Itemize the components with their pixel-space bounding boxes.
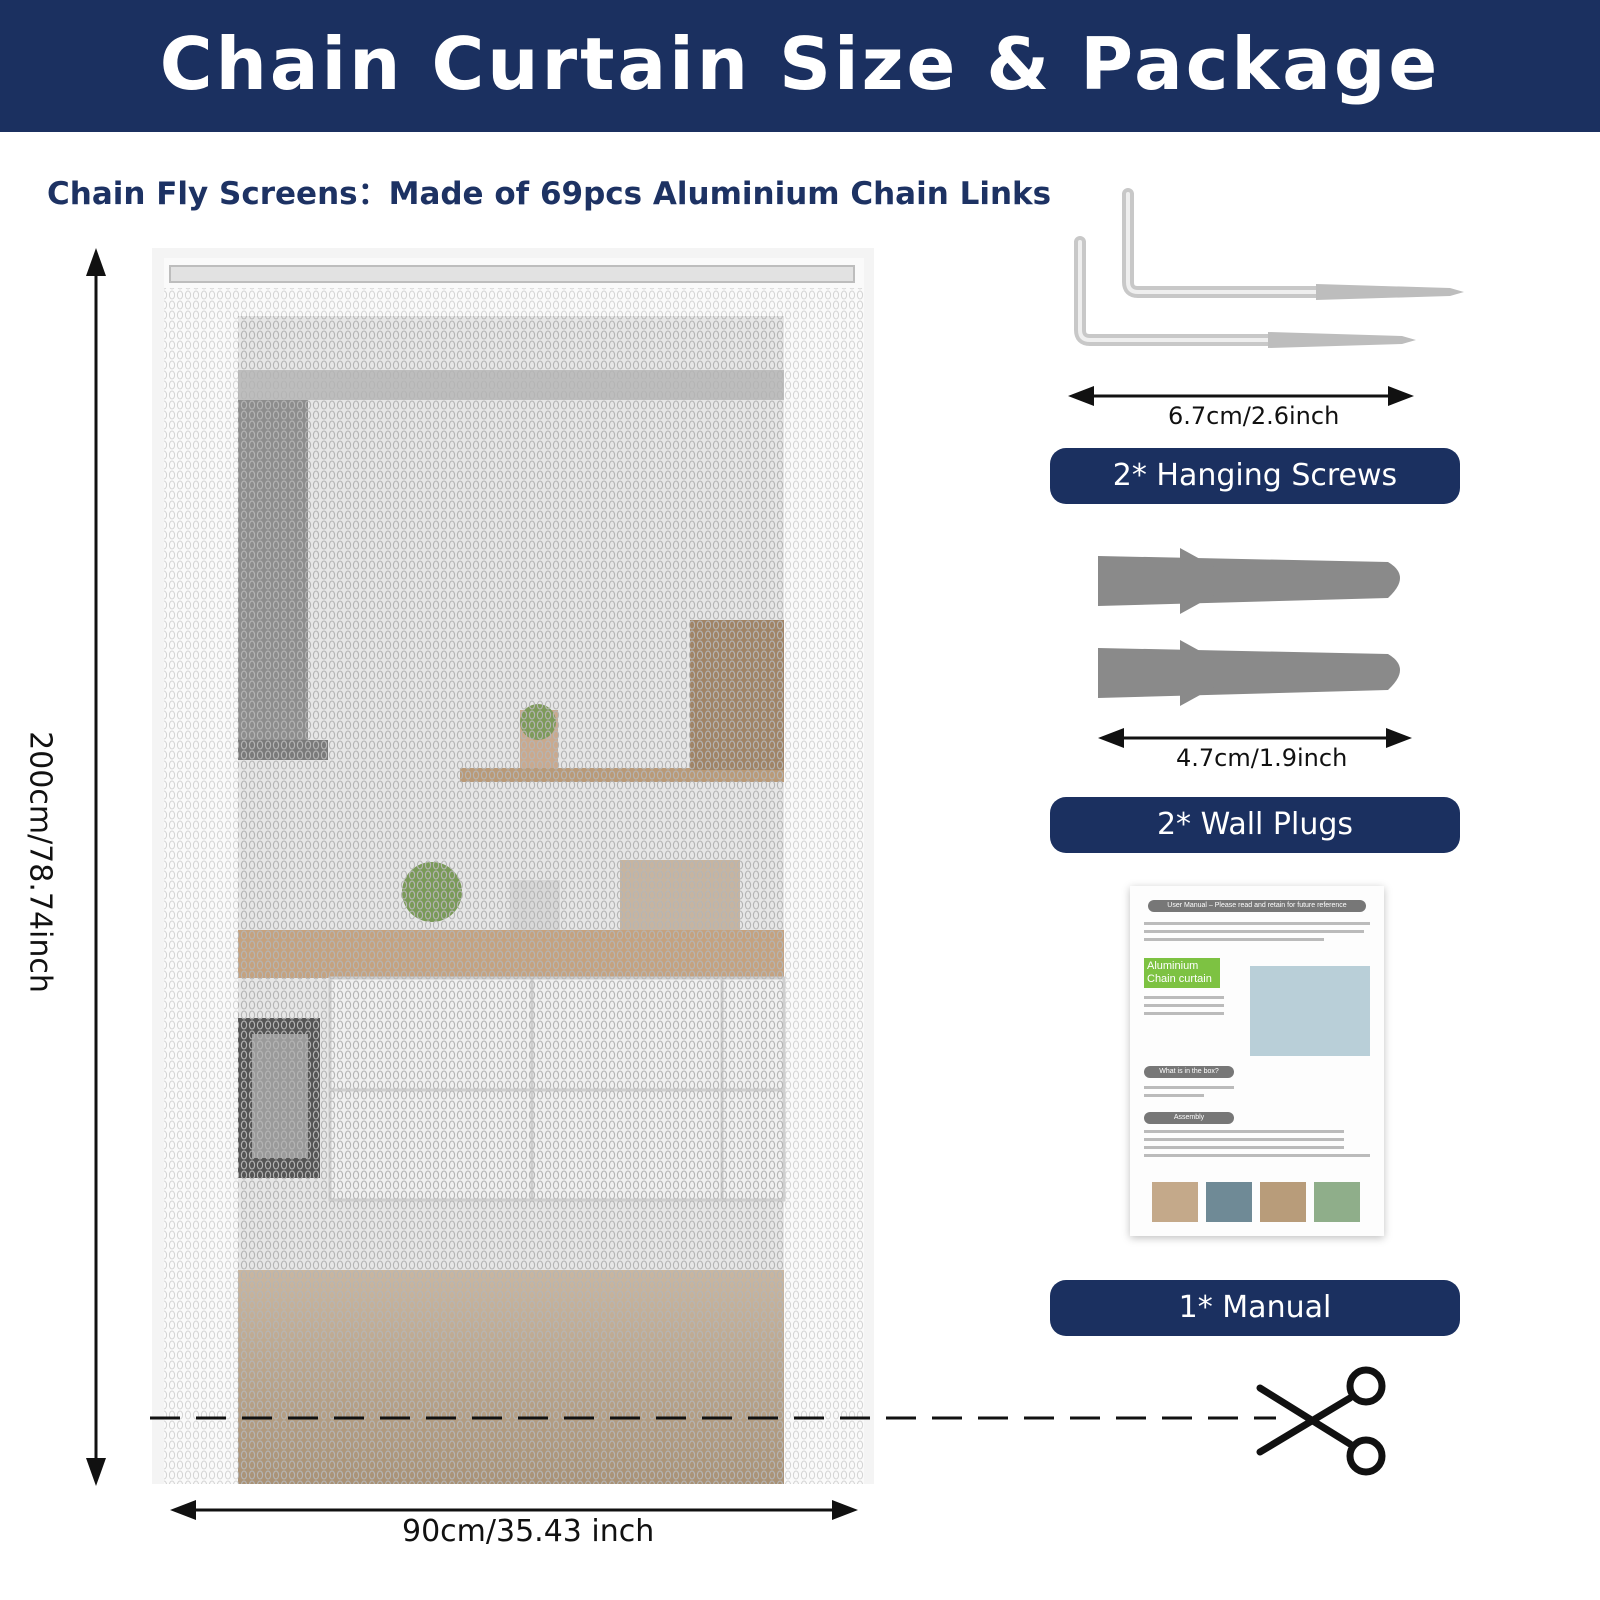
subtitle: Chain Fly Screens：Made of 69pcs Aluminiu…: [47, 176, 1052, 212]
height-label: 200cm/78.74inch: [22, 731, 58, 993]
manual-booklet-image: User Manual – Please read and retain for…: [1130, 886, 1384, 1236]
plug-dimension-arrow: [1098, 728, 1412, 748]
page-title: Chain Curtain Size & Package Contains: [159, 22, 1441, 206]
screw-dimension-arrow: [1068, 386, 1414, 406]
manual-badge: Aluminium Chain curtain: [1144, 958, 1220, 988]
wall-plugs-image: [1098, 548, 1400, 706]
plug-dimension-label: 4.7cm/1.9inch: [1176, 744, 1348, 772]
screw-dimension-label: 6.7cm/2.6inch: [1168, 402, 1340, 430]
hanging-screws-image: [1074, 188, 1464, 348]
hanging-screws-label: 2* Hanging Screws: [1050, 448, 1460, 504]
wall-plugs-label: 2* Wall Plugs: [1050, 797, 1460, 853]
width-arrow: [170, 1500, 858, 1520]
width-label: 90cm/35.43 inch: [402, 1514, 655, 1549]
manual-label: 1* Manual: [1050, 1280, 1460, 1336]
scissors-icon: [1256, 1366, 1386, 1476]
header-banner: Chain Curtain Size & Package Contains: [0, 0, 1600, 206]
manual-heading: User Manual – Please read and retain for…: [1148, 900, 1366, 912]
chain-curtain: [152, 248, 874, 1484]
height-arrow: [86, 248, 106, 1486]
manual-box-title: What is in the box?: [1144, 1066, 1234, 1078]
manual-assembly-title: Assembly: [1144, 1112, 1234, 1124]
